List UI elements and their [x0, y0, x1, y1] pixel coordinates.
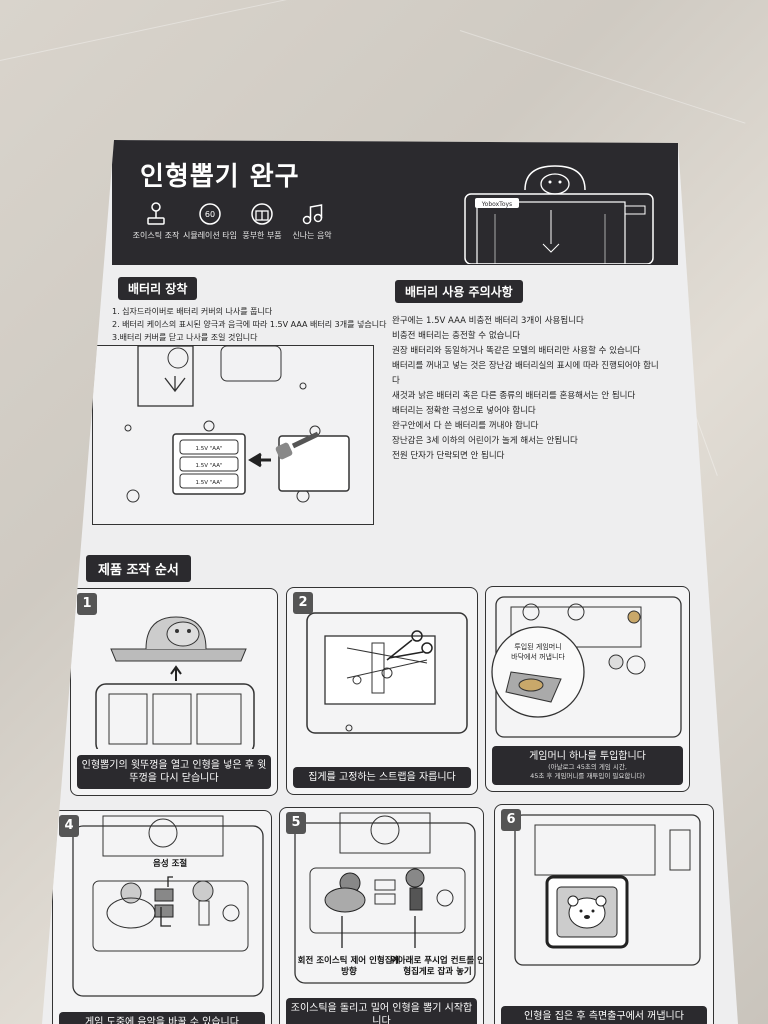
step-5-panel: 5 회전 조이스틱 제어 인형집게 방향 위아래로 푸시업 컨트롤 인형집게로 … [279, 807, 484, 1024]
marble-vein [459, 30, 746, 124]
list-item: 1. 십자드라이버로 배터리 커버의 나사를 풉니다 [112, 307, 273, 316]
feature-label: 시뮬레이션 타임 [182, 231, 238, 240]
battery-caution-heading: 배터리 사용 주의사항 [395, 280, 523, 303]
step-caption: 게임머니 하나를 투입합니다 (아날로그 45초의 게임 시간, 45초 후 게… [492, 746, 683, 785]
coin-bubble-text: 투입된 게임머니 [514, 642, 561, 651]
feature-label: 풍부한 부품 [242, 231, 282, 240]
list-item: 새것과 낡은 배터리 혹은 다른 종류의 배터리를 혼용해서는 안 됩니다 [392, 391, 636, 401]
coin-bubble-text: 바닥에서 꺼냅니다 [511, 652, 565, 661]
list-item: 전원 단자가 단락되면 안 됩니다 [392, 451, 505, 461]
step-2-panel: 2 집게를 고정하는 스트랩을 자릅니다 [286, 587, 478, 795]
list-item: 권장 배터리와 동일하거나 똑같은 모델의 배터리만 사용할 수 있습니다 [392, 346, 641, 356]
prize-exit-illustration [514, 814, 701, 966]
step-caption-main: 게임머니 하나를 투입합니다 [529, 751, 646, 762]
brand-logo: YoboxToys [481, 201, 512, 208]
battery-label: 1.5V "AA" [196, 463, 223, 469]
feature-music: 신나는 음악 [282, 202, 342, 241]
list-item: 배터리는 정확한 극성으로 넣어야 합니다 [392, 406, 536, 416]
feature-timer: 60 시뮬레이션 타임 [180, 202, 240, 241]
list-item: 비충전 배터리는 충전할 수 없습니다 [392, 331, 521, 341]
step-number: 4 [59, 815, 79, 837]
insert-coin-illustration: 투입된 게임머니 바닥에서 꺼냅니다 [491, 596, 682, 738]
list-item: 완구에는 1.5V AAA 비충전 배터리 3개이 사용됩니다 [392, 316, 584, 326]
battery-install-diagram: 1.5V "AA" 1.5V "AA" 1.5V "AA" [92, 345, 374, 525]
step-3-panel: 투입된 게임머니 바닥에서 꺼냅니다 게임머니 하나를 투입합니다 (아날로그 … [485, 586, 690, 792]
step-caption: 인형뽑기의 윗뚜껑을 열고 인형을 넣은 후 윗뚜껑을 다시 닫습니다 [77, 755, 271, 789]
feature-joystick: 조이스틱 조작 [126, 202, 186, 241]
feature-gift: 풍부한 부품 [232, 202, 292, 241]
operation-heading: 제품 조작 순서 [86, 555, 191, 582]
list-item: 완구안에서 다 쓴 배터리를 꺼내야 합니다 [392, 421, 539, 431]
volume-control-illustration [72, 815, 264, 997]
push-control-label: 위아래로 푸시업 컨트롤 인형집게로 잡과 놓기 [390, 956, 484, 977]
battery-caution-list: 완구에는 1.5V AAA 비충전 배터리 3개이 사용됩니다 비충전 배터리는… [392, 314, 662, 464]
battery-install-steps: 1. 십자드라이버로 배터리 커버의 나사를 풉니다 2. 배터리 케이스의 표… [112, 305, 412, 344]
feature-label: 신나는 음악 [292, 231, 332, 240]
step-1-panel: 1 인형뽑기의 윗뚜껑을 열고 인형을 넣은 후 윗뚜껑을 다시 닫습니다 [70, 588, 278, 796]
step-caption-note: (아날로그 45초의 게임 시간, [548, 763, 627, 771]
list-item: 배터리를 꺼내고 넣는 것은 장난감 배터리실의 표시에 따라 진행되어야 합니… [392, 361, 659, 386]
step-caption-note: 45초 후 게임머니를 재투입이 필요합니다) [530, 772, 645, 780]
step-4-panel: 4 음성 조절 게임 도중에 음악을 바꿀 수 있습니다 [52, 810, 272, 1024]
claw-machine-illustration: YoboxToys [464, 165, 654, 264]
joystick-icon [147, 202, 165, 225]
svg-text:60: 60 [205, 210, 215, 219]
step-caption: 집게를 고정하는 스트랩을 자릅니다 [293, 767, 471, 788]
rotate-joystick-label: 회전 조이스틱 제어 인형집게 방향 [297, 956, 401, 977]
step-caption: 조이스틱을 돌리고 밀어 인형을 뽑기 시작합니다 [286, 998, 477, 1024]
step-6-panel: 6 인형을 집은 후 측면출구에서 꺼냅니다 [494, 804, 714, 1024]
list-item: 3.배터리 커버를 닫고 나사를 조일 것입니다 [112, 333, 258, 342]
step-caption: 인형을 집은 후 측면출구에서 꺼냅니다 [501, 1006, 707, 1024]
cut-strap-illustration [306, 612, 468, 734]
step-number: 6 [501, 809, 521, 831]
step-caption: 게임 도중에 음악을 바꿀 수 있습니다 [59, 1012, 265, 1024]
instruction-sheet: 인형뽑기 완구 조이스틱 조작 60 시뮬레이션 타임 풍부한 부품 [42, 140, 738, 1024]
list-item: 장난감은 3세 이하의 어린이가 놀게 해서는 안됩니다 [392, 436, 578, 446]
battery-compartment-illustration: 1.5V "AA" 1.5V "AA" 1.5V "AA" [124, 345, 350, 503]
step-number: 1 [77, 593, 97, 615]
page-title: 인형뽑기 완구 [140, 162, 300, 192]
list-item: 2. 배터리 케이스의 표시된 양극과 음극에 따라 1.5V AAA 배터리 … [112, 320, 387, 329]
music-note-icon [302, 204, 323, 225]
gift-icon [251, 203, 273, 225]
open-lid-illustration [95, 616, 255, 755]
feature-label: 조이스틱 조작 [132, 231, 180, 240]
step-number: 5 [286, 812, 306, 834]
battery-label: 1.5V "AA" [196, 480, 223, 486]
volume-label: 음성 조절 [153, 859, 188, 869]
battery-install-heading: 배터리 장착 [118, 277, 198, 300]
battery-label: 1.5V "AA" [196, 446, 223, 452]
step-number: 2 [293, 592, 313, 614]
marble-vein [0, 0, 411, 61]
timer-60-icon: 60 [199, 203, 221, 225]
joystick-control-illustration [294, 812, 476, 984]
sheet-header: 인형뽑기 완구 조이스틱 조작 60 시뮬레이션 타임 풍부한 부품 [112, 140, 678, 265]
